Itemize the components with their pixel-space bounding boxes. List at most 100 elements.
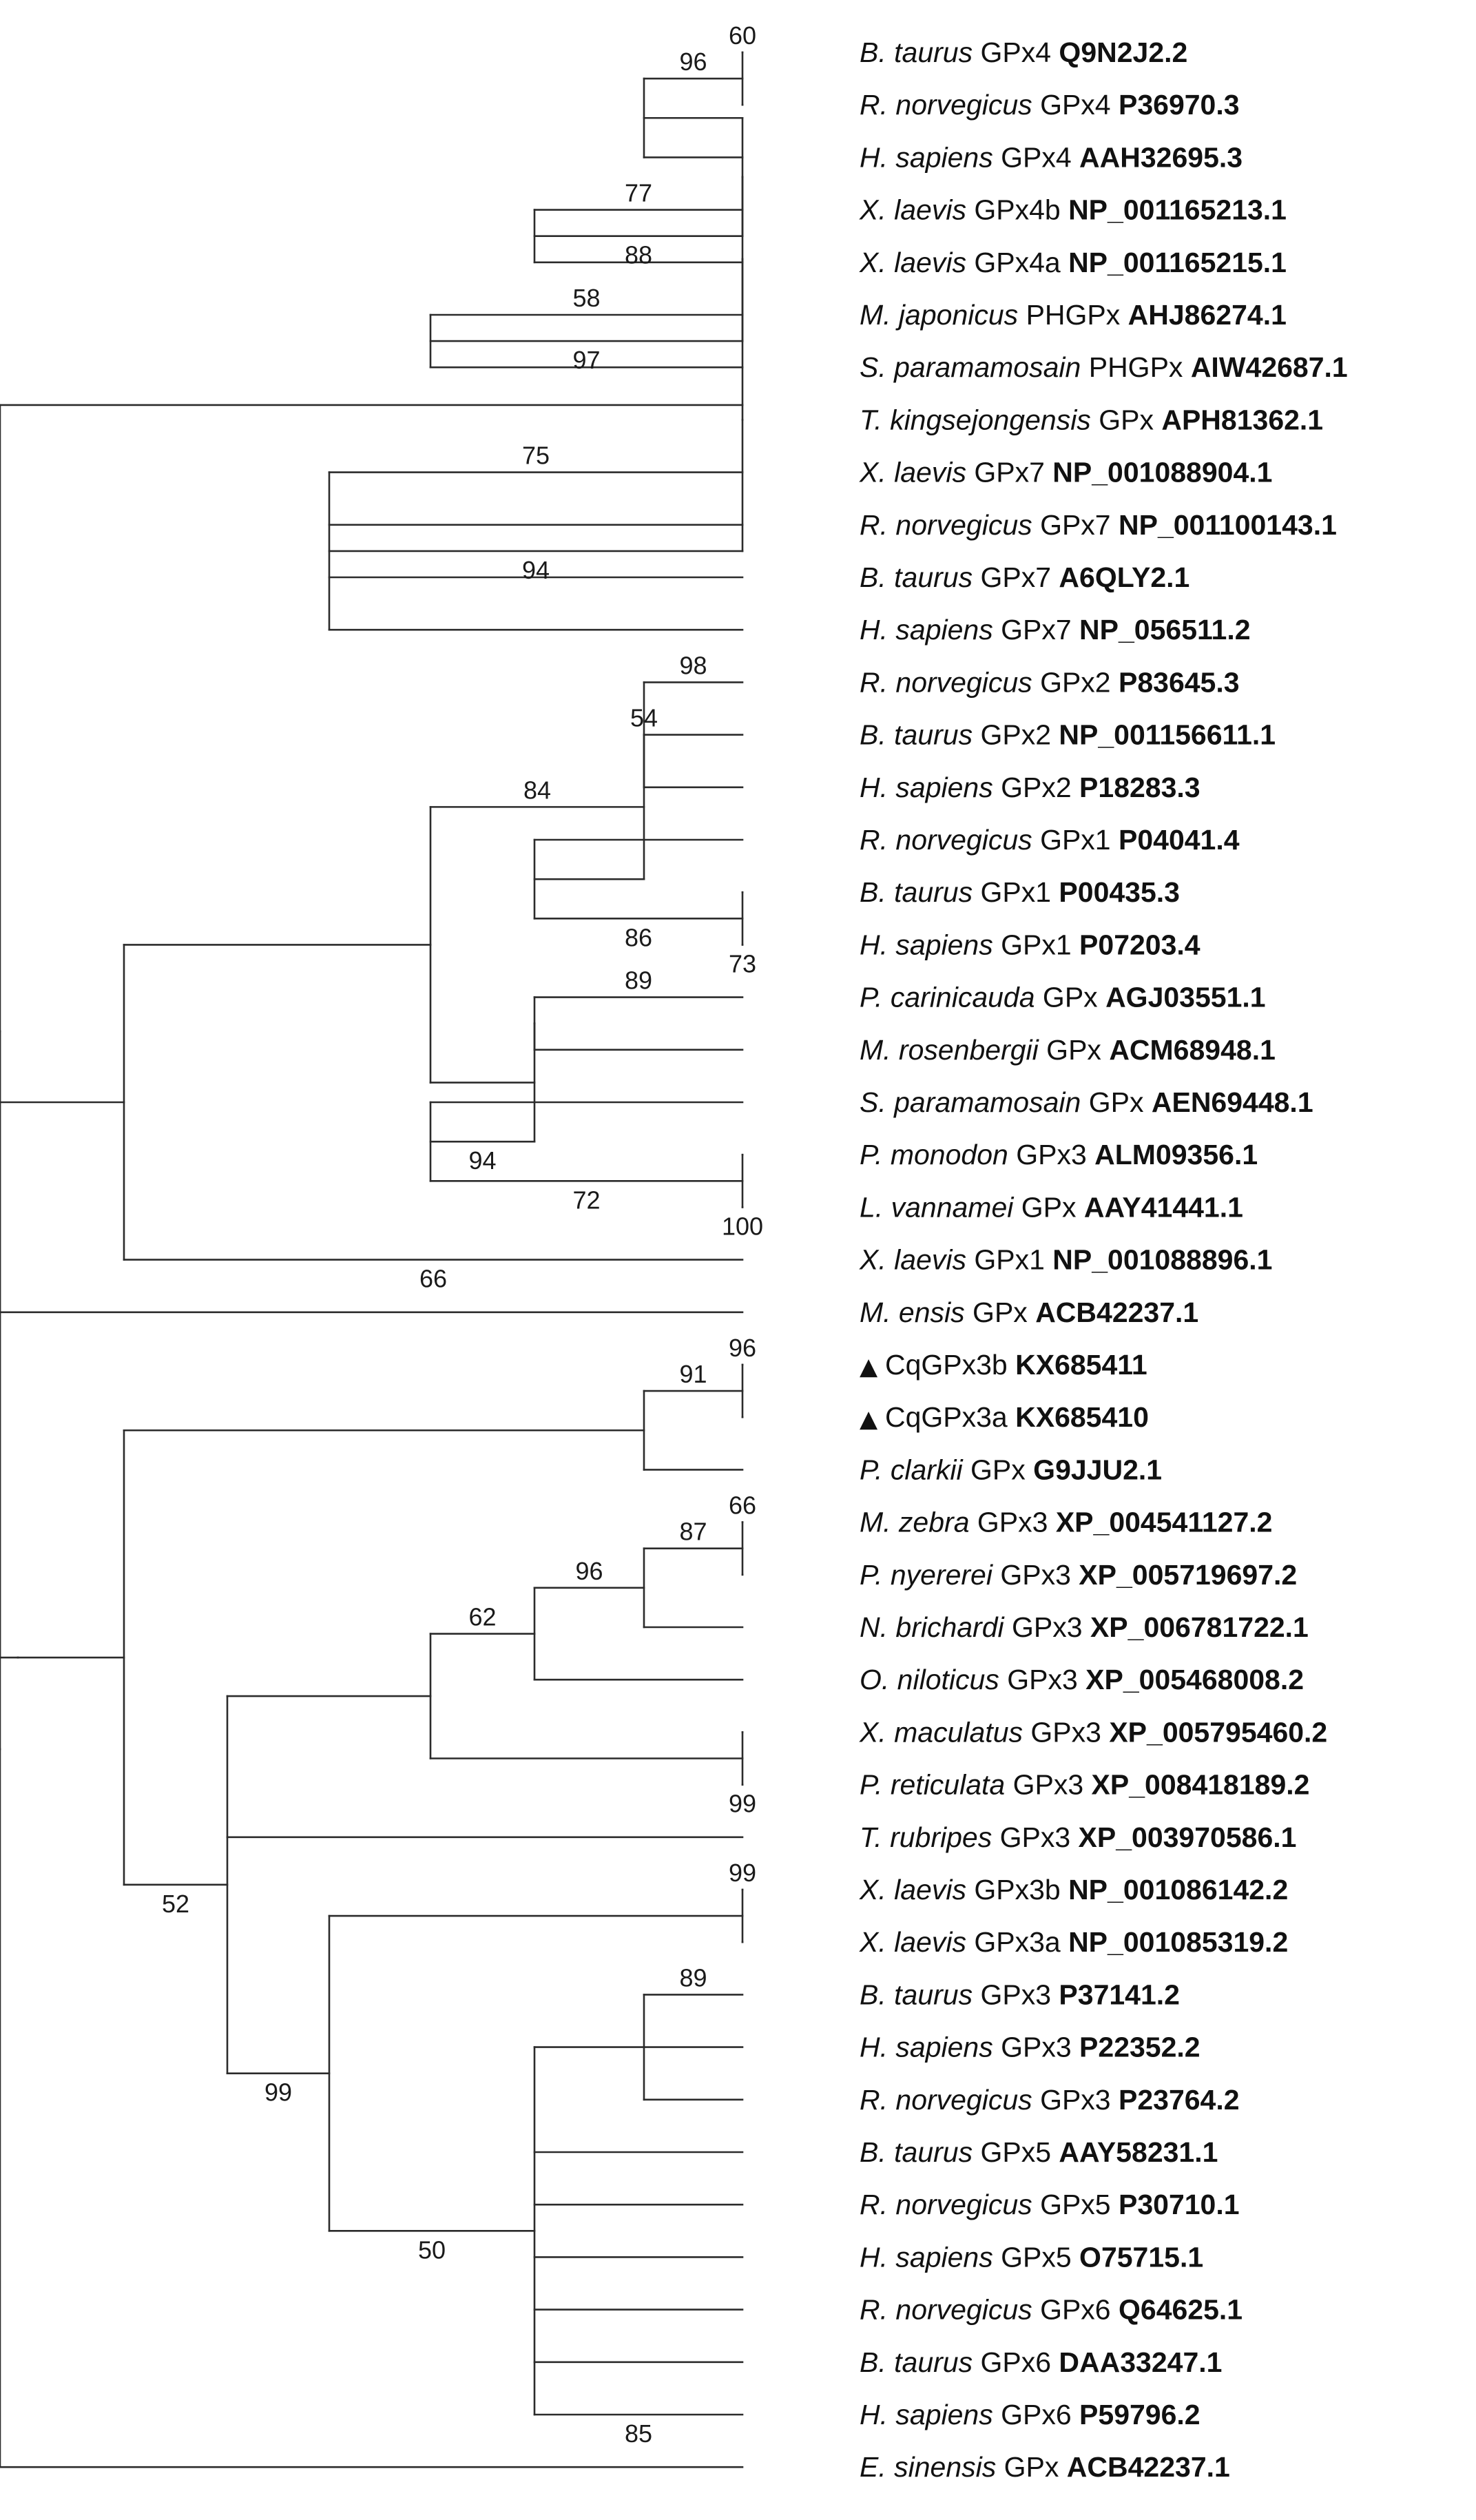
gene-name: CqGPx3a bbox=[885, 1401, 1015, 1433]
taxon-label: B. taurus GPx6 DAA33247.1 bbox=[860, 2346, 1222, 2378]
taxon-label: X. laevis GPx4b NP_001165213.1 bbox=[859, 194, 1287, 226]
species-name: N. brichardi bbox=[860, 1611, 1012, 1643]
accession-number: ALM09356.1 bbox=[1094, 1139, 1258, 1170]
bootstrap-value: 72 bbox=[572, 1186, 600, 1214]
gene-name: GPx2 bbox=[1040, 666, 1119, 698]
gene-name: GPx3 bbox=[980, 1979, 1059, 2010]
gene-name: GPx bbox=[1046, 1034, 1109, 1066]
taxon-label: M. zebra GPx3 XP_004541127.2 bbox=[860, 1507, 1272, 1538]
species-name: H. sapiens bbox=[860, 2399, 1001, 2430]
bootstrap-value: 100 bbox=[722, 1212, 763, 1240]
species-name: X. laevis bbox=[859, 1244, 974, 1276]
accession-number: KX685410 bbox=[1015, 1401, 1149, 1433]
tree-branches bbox=[0, 51, 744, 2468]
bootstrap-value: 99 bbox=[729, 1790, 756, 1818]
taxon-label: H. sapiens GPx6 P59796.2 bbox=[860, 2399, 1200, 2430]
gene-name: GPx bbox=[970, 1454, 1033, 1485]
accession-number: ACM68948.1 bbox=[1109, 1034, 1276, 1066]
taxon-label: H. sapiens GPx5 O75715.1 bbox=[860, 2241, 1203, 2273]
gene-name: PHGPx bbox=[1089, 351, 1191, 383]
taxon-label: R. norvegicus GPx4 P36970.3 bbox=[860, 89, 1240, 121]
gene-name: GPx7 bbox=[1040, 509, 1119, 541]
species-name: O. niloticus bbox=[860, 1664, 1007, 1695]
accession-number: ACB42237.1 bbox=[1067, 2451, 1230, 2483]
gene-name: GPx bbox=[1089, 1086, 1152, 1118]
accession-number: NP_001088904.1 bbox=[1052, 457, 1272, 488]
taxon-label: H. sapiens GPx7 NP_056511.2 bbox=[860, 614, 1251, 646]
accession-number: AAH32695.3 bbox=[1079, 141, 1243, 173]
accession-number: P36970.3 bbox=[1119, 89, 1240, 121]
taxon-label: R. norvegicus GPx2 P83645.3 bbox=[860, 666, 1240, 698]
species-name: X. laevis bbox=[859, 1926, 974, 1958]
gene-name: GPx3 bbox=[1007, 1664, 1085, 1695]
accession-number: P83645.3 bbox=[1119, 666, 1240, 698]
accession-number: P59796.2 bbox=[1079, 2399, 1200, 2430]
taxon-label: N. brichardi GPx3 XP_006781722.1 bbox=[860, 1611, 1309, 1643]
gene-name: GPx bbox=[973, 1297, 1035, 1328]
accession-number: P18283.3 bbox=[1079, 772, 1200, 803]
bootstrap-value: 88 bbox=[625, 241, 652, 269]
bootstrap-value: 96 bbox=[729, 1334, 756, 1362]
taxon-label: ▲ CqGPx3a KX685410 bbox=[860, 1401, 1149, 1433]
bootstrap-value: 73 bbox=[729, 949, 756, 978]
bootstrap-value: 50 bbox=[418, 2235, 446, 2264]
gene-name: GPx bbox=[1043, 982, 1105, 1013]
species-name: P. monodon bbox=[860, 1139, 1016, 1170]
gene-name: GPx3 bbox=[1016, 1139, 1094, 1170]
species-name: H. sapiens bbox=[860, 929, 1001, 960]
bootstrap-value: 86 bbox=[625, 923, 652, 951]
species-name: R. norvegicus bbox=[860, 666, 1040, 698]
gene-name: GPx2 bbox=[980, 719, 1059, 751]
accession-number: NP_001165215.1 bbox=[1068, 247, 1287, 278]
species-name: R. norvegicus bbox=[860, 2189, 1040, 2220]
accession-number: DAA33247.1 bbox=[1059, 2346, 1222, 2378]
bootstrap-value: 98 bbox=[679, 651, 707, 679]
taxon-label: E. sinensis GPx ACB42237.1 bbox=[860, 2451, 1230, 2483]
bootstrap-value: 89 bbox=[679, 1963, 707, 1992]
bootstrap-value: 77 bbox=[625, 179, 652, 207]
taxon-label: X. laevis GPx1 NP_001088896.1 bbox=[859, 1244, 1272, 1276]
accession-number: APH81362.1 bbox=[1161, 404, 1323, 435]
species-name: H. sapiens bbox=[860, 141, 1001, 173]
taxon-label: B. taurus GPx2 NP_001156611.1 bbox=[860, 719, 1276, 751]
taxon-label: L. vannamei GPx AAY41441.1 bbox=[860, 1191, 1243, 1223]
bootstrap-value: 96 bbox=[679, 48, 707, 76]
accession-number: P04041.4 bbox=[1119, 824, 1240, 856]
species-name: S. paramamosain bbox=[860, 351, 1089, 383]
accession-number: AAY58231.1 bbox=[1059, 2136, 1218, 2168]
taxon-label: P. carinicauda GPx AGJ03551.1 bbox=[860, 982, 1266, 1013]
accession-number: NP_001165213.1 bbox=[1068, 194, 1287, 226]
species-name: H. sapiens bbox=[860, 2032, 1001, 2063]
taxon-label: B. taurus GPx3 P37141.2 bbox=[860, 1979, 1180, 2010]
bootstrap-value: 91 bbox=[679, 1360, 707, 1388]
gene-name: GPx4 bbox=[1001, 141, 1079, 173]
gene-name: GPx1 bbox=[974, 1244, 1052, 1276]
accession-number: AIW42687.1 bbox=[1191, 351, 1348, 383]
species-name: H. sapiens bbox=[860, 772, 1001, 803]
bootstrap-value: 62 bbox=[468, 1603, 496, 1631]
species-name: T. rubripes bbox=[860, 1821, 1000, 1853]
accession-number: NP_001085319.2 bbox=[1068, 1926, 1288, 1958]
species-name: E. sinensis bbox=[860, 2451, 1004, 2483]
accession-number: XP_004541127.2 bbox=[1056, 1507, 1273, 1538]
accession-number: XP_006781722.1 bbox=[1090, 1611, 1309, 1643]
bootstrap-value: 60 bbox=[729, 21, 756, 50]
gene-name: GPx3 bbox=[1001, 2032, 1079, 2063]
species-name: P. carinicauda bbox=[860, 982, 1043, 1013]
species-name: H. sapiens bbox=[860, 2241, 1001, 2273]
species-name: T. kingsejongensis bbox=[860, 404, 1099, 435]
taxon-label: S. paramamosain PHGPx AIW42687.1 bbox=[860, 351, 1348, 383]
gene-name: GPx3 bbox=[1030, 1716, 1109, 1748]
taxon-label: ▲ CqGPx3b KX685411 bbox=[860, 1349, 1147, 1381]
accession-number: AEN69448.1 bbox=[1152, 1086, 1313, 1118]
species-name: B. taurus bbox=[860, 2346, 980, 2378]
taxon-label: X. laevis GPx3a NP_001085319.2 bbox=[859, 1926, 1288, 1958]
taxon-label: H. sapiens GPx4 AAH32695.3 bbox=[860, 141, 1243, 173]
gene-name: GPx3b bbox=[974, 1874, 1068, 1906]
gene-name: GPx3 bbox=[1040, 2084, 1119, 2116]
species-name: P. reticulata bbox=[860, 1769, 1013, 1801]
taxon-label: B. taurus GPx1 P00435.3 bbox=[860, 876, 1180, 908]
triangle-marker-icon: ▲ bbox=[860, 1405, 885, 1433]
taxon-label: P. reticulata GPx3 XP_008418189.2 bbox=[860, 1769, 1309, 1801]
